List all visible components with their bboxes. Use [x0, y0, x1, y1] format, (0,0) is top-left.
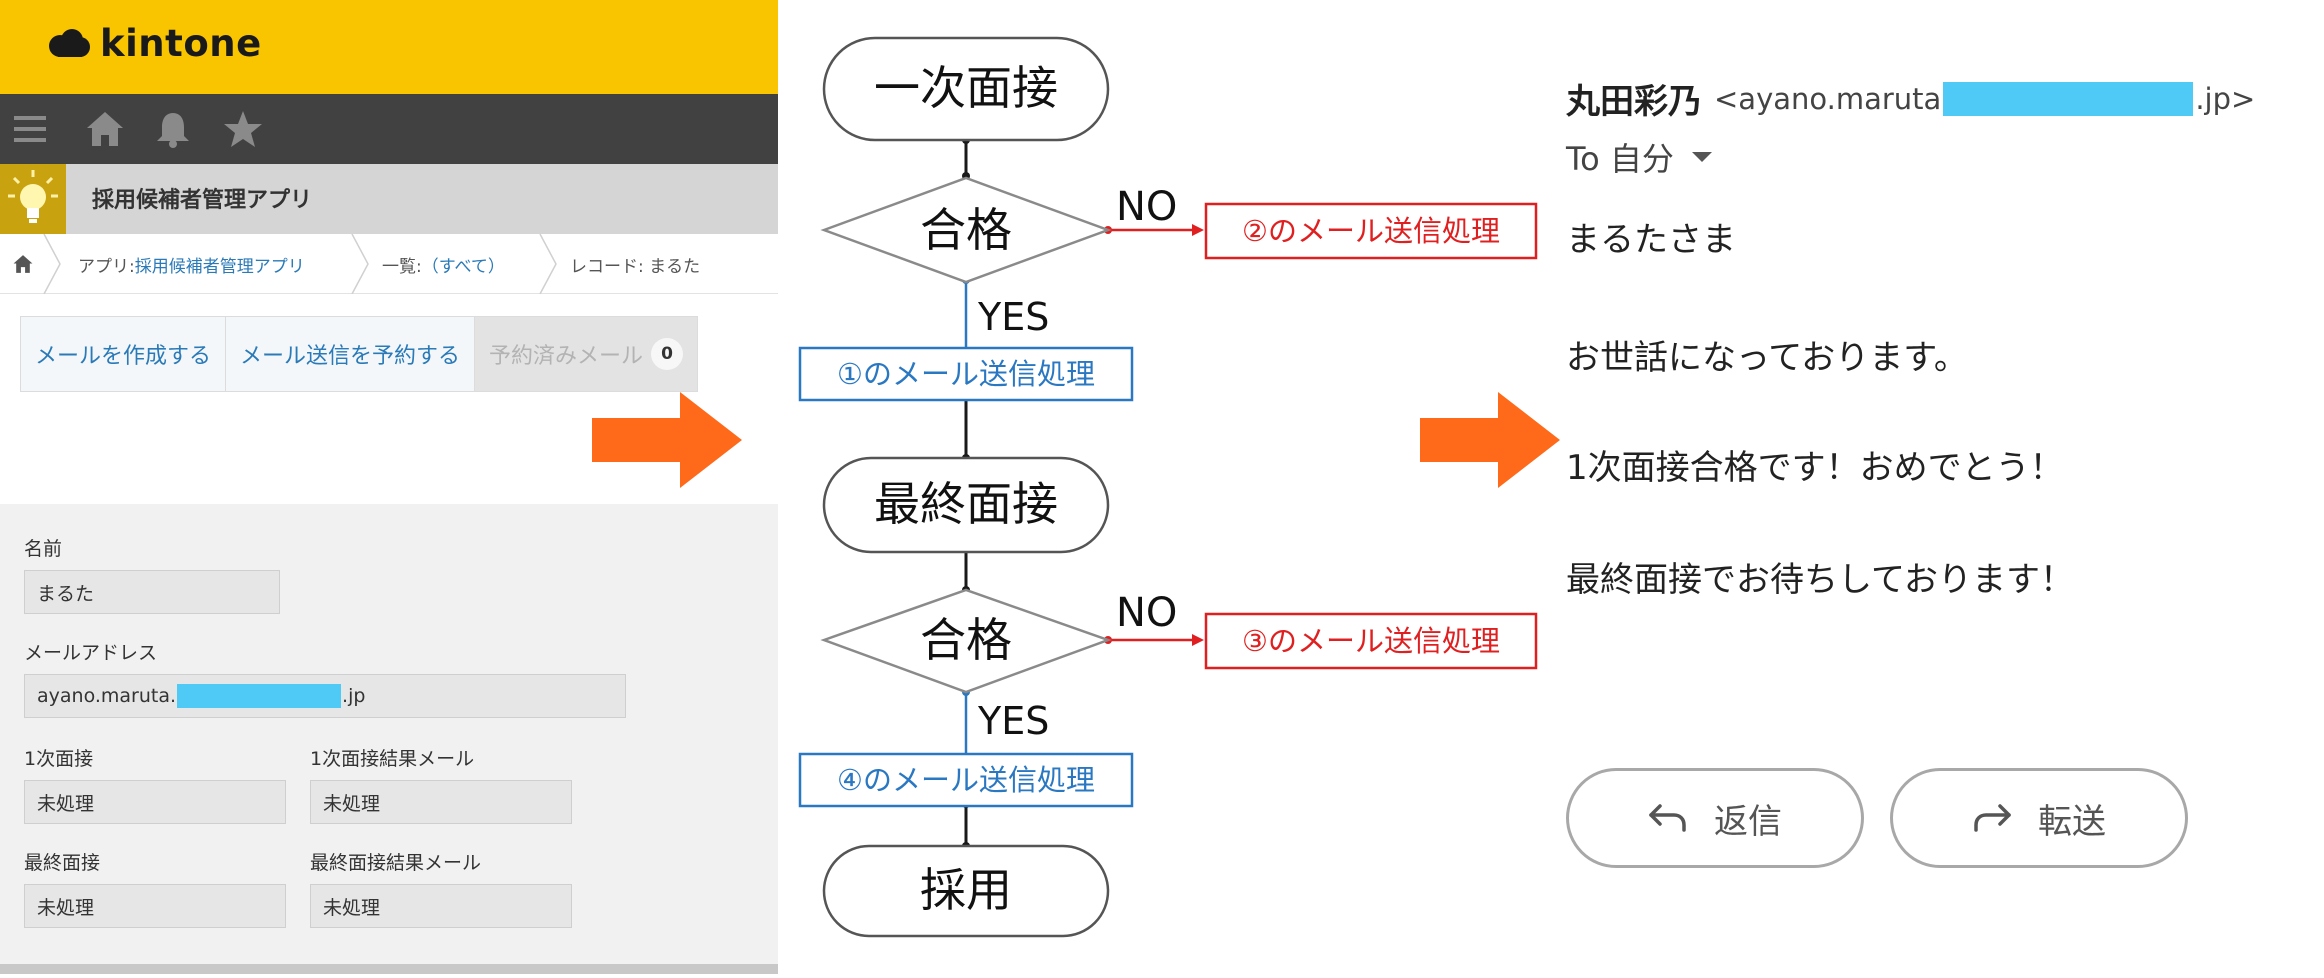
- email-greeting: まるたさま: [1566, 220, 1736, 260]
- flow-process-1-label: ①のメール送信処理: [837, 357, 1095, 391]
- schedule-mail-button[interactable]: メール送信を予約する: [226, 317, 476, 391]
- flow-node-final-interview-label: 最終面接: [874, 477, 1058, 531]
- bell-icon[interactable]: [152, 108, 194, 150]
- breadcrumb-record: レコード: まるた: [570, 256, 701, 277]
- kintone-toolbar: [0, 94, 778, 164]
- kintone-logo[interactable]: kintone: [46, 22, 262, 65]
- star-icon[interactable]: [222, 108, 264, 150]
- flow-branch-no-2: NO: [1116, 590, 1177, 636]
- breadcrumb-separator: [351, 234, 369, 294]
- scheduled-mail-label: 予約済みメール: [489, 344, 644, 369]
- reply-label: 返信: [1714, 801, 1782, 842]
- right-arrow-icon: [1420, 392, 1560, 488]
- flow-process-3-label: ③のメール送信処理: [1242, 624, 1500, 658]
- name-field[interactable]: まるた: [24, 570, 280, 614]
- breadcrumb-app-prefix: アプリ:: [78, 256, 135, 277]
- first-result-mail-field[interactable]: 未処理: [310, 780, 572, 824]
- breadcrumb-list[interactable]: 一覧: （すべて）: [382, 234, 505, 294]
- email-body-line: お世話になっております。: [1566, 338, 1968, 378]
- home-icon[interactable]: [84, 108, 126, 150]
- flow-decision-pass-1: 合格: [820, 176, 1112, 284]
- app-title-bar: 採用候補者管理アプリ: [0, 164, 778, 234]
- first-interview-label: 1次面接: [24, 748, 94, 770]
- forward-label: 転送: [2038, 801, 2106, 842]
- flow-node-hire-label: 採用: [920, 863, 1012, 917]
- final-result-mail-field[interactable]: 未処理: [310, 884, 572, 928]
- final-interview-field[interactable]: 未処理: [24, 884, 286, 928]
- breadcrumb-home-icon[interactable]: [12, 234, 34, 294]
- flow-process-4-label: ④のメール送信処理: [837, 763, 1095, 797]
- email-suffix: .jp: [342, 685, 366, 707]
- final-result-mail-label: 最終面接結果メール: [310, 852, 482, 874]
- cloud-logo-icon: [46, 28, 92, 60]
- flow-decision-pass-1-label: 合格: [920, 203, 1012, 257]
- right-arrow-icon: [592, 392, 742, 488]
- breadcrumb: アプリ: 採用候補者管理アプリ 一覧: （すべて） レコード: まるた: [0, 234, 778, 294]
- flowchart: 一次面接 合格 NO YES ②のメール送信処理 ①のメール送信処理 最終面接 …: [790, 0, 1550, 974]
- email-view: 丸田彩乃 <ayano.maruta .jp> To 自分 まるたさま お世話にな…: [1560, 0, 2324, 974]
- email-prefix: ayano.maruta.: [37, 685, 177, 707]
- flow-branch-no-1: NO: [1116, 184, 1177, 230]
- caret-down-icon: [1691, 152, 1712, 162]
- mail-button-group: メールを作成する メール送信を予約する 予約済みメール 0: [20, 316, 699, 392]
- name-label: 名前: [24, 538, 63, 560]
- email-label: メールアドレス: [24, 642, 158, 664]
- sender-address: <ayano.maruta .jp>: [1714, 81, 2256, 116]
- record-action-area: メールを作成する メール送信を予約する 予約済みメール 0: [0, 294, 778, 504]
- lightbulb-app-icon: [0, 164, 66, 234]
- flow-node-hire: 採用: [822, 844, 1110, 938]
- email-from: 丸田彩乃 <ayano.maruta .jp>: [1566, 74, 2255, 123]
- redaction-mask: [177, 684, 342, 708]
- flow-branch-yes-1: YES: [977, 295, 1049, 339]
- flow-decision-pass-2-label: 合格: [920, 613, 1012, 667]
- recipient-label: To 自分: [1566, 140, 1674, 178]
- app-name: 採用候補者管理アプリ: [92, 188, 313, 213]
- create-mail-button[interactable]: メールを作成する: [21, 317, 227, 391]
- menu-icon[interactable]: [10, 108, 52, 150]
- forward-arrow-icon: [1974, 804, 2011, 832]
- recipient-dropdown[interactable]: To 自分: [1566, 134, 1712, 180]
- breadcrumb-list-link[interactable]: （すべて）: [421, 256, 505, 277]
- email-body-line: 最終面接でお待ちしております！: [1566, 560, 2074, 600]
- redaction-mask: [1943, 81, 2194, 116]
- flow-process-3: ③のメール送信処理: [1204, 612, 1538, 670]
- flow-process-4: ④のメール送信処理: [798, 752, 1134, 808]
- scheduled-mail-button[interactable]: 予約済みメール 0: [475, 317, 698, 391]
- breadcrumb-separator: [43, 234, 61, 294]
- breadcrumb-app-link[interactable]: 採用候補者管理アプリ: [134, 256, 305, 277]
- email-body-line: 1次面接合格です！おめでとう！: [1566, 448, 2064, 488]
- flow-decision-pass-2: 合格: [820, 588, 1112, 694]
- kintone-panel: kintone 採用候補者管理アプリ: [0, 0, 778, 974]
- flow-node-final-interview: 最終面接: [822, 456, 1110, 554]
- final-interview-label: 最終面接: [24, 852, 101, 874]
- sender-name: 丸田彩乃: [1566, 82, 1702, 122]
- scheduled-mail-count-badge: 0: [651, 338, 684, 370]
- breadcrumb-list-prefix: 一覧:: [382, 256, 422, 277]
- flow-process-2-label: ②のメール送信処理: [1242, 214, 1500, 248]
- logo-text: kintone: [100, 22, 262, 65]
- forward-button[interactable]: 転送: [1890, 768, 2188, 868]
- record-form: 名前 まるた メールアドレス ayano.maruta. .jp 1次面接 未処理…: [0, 504, 778, 964]
- breadcrumb-separator: [539, 234, 557, 294]
- breadcrumb-app[interactable]: アプリ: 採用候補者管理アプリ: [78, 234, 305, 294]
- flow-process-2: ②のメール送信処理: [1204, 202, 1538, 260]
- email-field[interactable]: ayano.maruta. .jp: [24, 674, 626, 718]
- reply-arrow-icon: [1649, 804, 1686, 832]
- reply-button[interactable]: 返信: [1566, 768, 1864, 868]
- flow-branch-yes-2: YES: [977, 699, 1049, 743]
- panel-bottom-bar: [0, 964, 778, 974]
- first-interview-field[interactable]: 未処理: [24, 780, 286, 824]
- flow-process-1: ①のメール送信処理: [798, 346, 1134, 402]
- kintone-header: kintone: [0, 0, 778, 94]
- sender-address-prefix: <ayano.maruta: [1714, 81, 1942, 116]
- sender-address-suffix: .jp>: [2195, 81, 2256, 116]
- first-result-mail-label: 1次面接結果メール: [310, 748, 475, 770]
- flow-node-first-interview-label: 一次面接: [874, 61, 1058, 115]
- flow-node-first-interview: 一次面接: [822, 36, 1110, 142]
